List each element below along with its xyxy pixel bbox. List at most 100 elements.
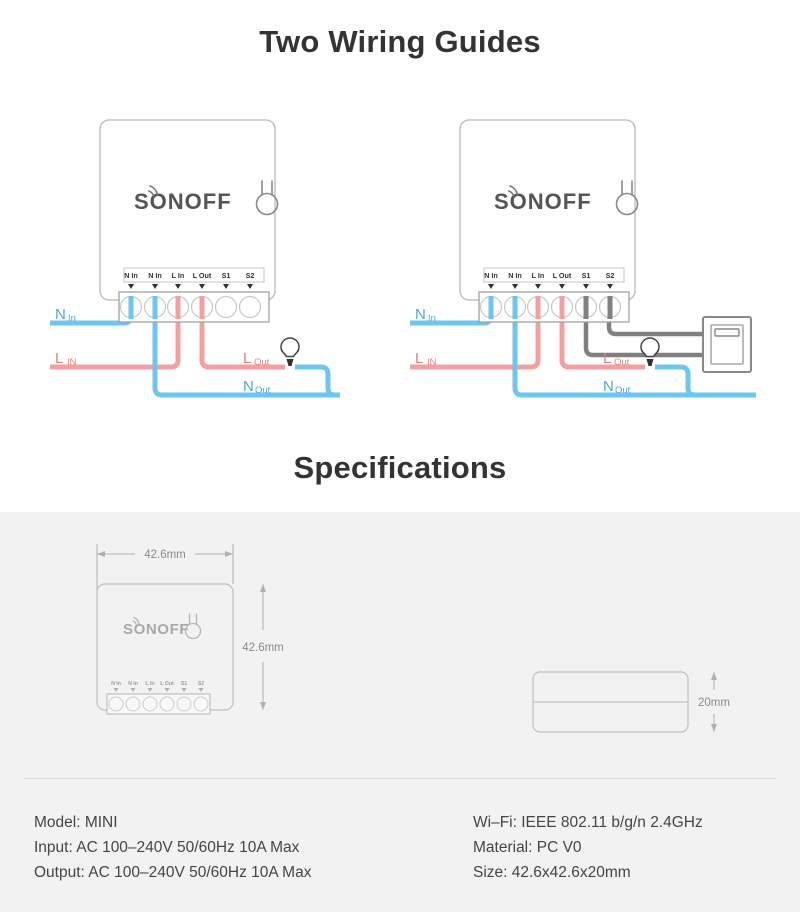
- label-l-in-2-sub: IN: [427, 357, 437, 368]
- depth-arrow-top: [711, 672, 717, 680]
- device-outline-spec: [96, 583, 234, 711]
- svg-text:N In: N In: [148, 271, 162, 280]
- label-n-out-2-main: N: [603, 378, 614, 395]
- wifi-waves-icon: [148, 185, 159, 197]
- svg-text:S1: S1: [582, 271, 591, 280]
- svg-text:S1: S1: [222, 271, 231, 280]
- svg-text:S2: S2: [246, 271, 255, 280]
- device-body-1: SONOFF N In N In L In L: [99, 119, 279, 323]
- wifi-waves-icon-2: [508, 185, 519, 197]
- terminal-labels-1: N In N In L In L Out S1 S2: [124, 271, 254, 280]
- svg-text:N In: N In: [124, 271, 138, 280]
- spec-size: Size: 42.6x42.6x20mm: [473, 864, 631, 881]
- svg-text:L Out: L Out: [193, 271, 212, 280]
- dimension-drawing-front: 42.6mm 42.6mm SONOFF: [96, 544, 284, 715]
- terminal-wire-stubs-1: [128, 296, 205, 319]
- sonoff-logo-text: SONOFF: [134, 189, 232, 214]
- wall-switch-icon: [702, 316, 752, 373]
- terminal-arrows-spec: [113, 688, 204, 692]
- wire-l-in-supply: [50, 280, 181, 370]
- spec-wifi: Wi–Fi: IEEE 802.11 b/g/n 2.4GHz: [473, 814, 703, 831]
- wire-n-out: [152, 280, 340, 398]
- wire-l-out-2: [559, 280, 645, 370]
- svg-text:S2: S2: [198, 681, 204, 687]
- terminal-wire-stubs-2: [488, 296, 613, 319]
- label-l-out-1-main: L: [243, 350, 251, 367]
- svg-text:L In: L In: [145, 681, 154, 687]
- height-arrow-bottom: [260, 702, 266, 710]
- svg-text:S2: S2: [606, 271, 615, 280]
- width-dimension-label: 42.6mm: [144, 549, 186, 561]
- label-l-in-1-main: L: [55, 350, 63, 367]
- pairing-button-icon-spec: [184, 613, 202, 640]
- wire-bulb-return: [295, 364, 340, 398]
- label-l-in-2-main: L: [415, 350, 423, 367]
- height-dimension-label: 42.6mm: [242, 642, 284, 654]
- wire-s1-to-switch: [583, 280, 704, 358]
- wire-l-in-supply-2: [410, 280, 541, 370]
- wifi-waves-icon-spec: [132, 616, 140, 626]
- light-bulb-icon-1: [280, 337, 300, 366]
- dimension-drawing-side: 20mm: [532, 671, 730, 733]
- height-arrow-top: [260, 584, 266, 592]
- wiring-guides-title: Two Wiring Guides: [259, 24, 541, 59]
- terminal-labels-spec: N In N In L In L Out S1 S2: [111, 681, 204, 687]
- wire-s2-to-switch: [606, 280, 704, 337]
- spec-column-left: Model: MINI Input: AC 100–240V 50/60Hz 1…: [34, 810, 311, 885]
- wiring-guides-section: Two Wiring Guides SONOFF: [50, 24, 756, 485]
- terminal-label-box-1: [123, 267, 265, 283]
- label-l-in-1-sub: IN: [67, 357, 77, 368]
- spec-output: Output: AC 100–240V 50/60Hz 10A Max: [34, 864, 312, 881]
- terminal-arrows-1: [128, 284, 253, 289]
- spec-input: Input: AC 100–240V 50/60Hz 10A Max: [34, 839, 300, 856]
- svg-text:L Out: L Out: [160, 681, 174, 687]
- svg-text:L Out: L Out: [553, 271, 572, 280]
- specifications-section: 42.6mm 42.6mm SONOFF: [0, 512, 800, 912]
- wire-n-out-2: [512, 280, 756, 398]
- sonoff-logo-text-2: SONOFF: [494, 189, 592, 214]
- label-l-out-1-sub: Out: [254, 357, 270, 368]
- label-n-out-1-sub: Out: [255, 385, 271, 396]
- depth-dimension-label: 20mm: [698, 697, 730, 709]
- diagram-2-wire-labels: N In L IN L Out N Out: [415, 306, 631, 396]
- svg-text:N In: N In: [111, 681, 121, 687]
- wiring-diagram-with-switch: SONOFF N In N In L In L Out S1: [410, 119, 756, 398]
- label-n-in-1-main: N: [55, 306, 66, 323]
- label-n-in-2-main: N: [415, 306, 426, 323]
- spec-model: Model: MINI: [34, 814, 118, 831]
- spec-column-right: Wi–Fi: IEEE 802.11 b/g/n 2.4GHz Material…: [473, 810, 703, 885]
- wiring-diagram-basic: SONOFF N In N In L In L: [50, 119, 340, 398]
- specifications-title: Specifications: [293, 450, 507, 485]
- label-l-out-2-sub: Out: [614, 357, 630, 368]
- width-arrow-left: [97, 551, 105, 557]
- svg-text:L In: L In: [532, 271, 545, 280]
- label-n-in-2-sub: In: [428, 313, 436, 324]
- svg-text:N In: N In: [508, 271, 522, 280]
- width-arrow-right: [225, 551, 233, 557]
- label-n-out-1-main: N: [243, 378, 254, 395]
- wall-switch-rocker: [714, 328, 740, 337]
- svg-text:S1: S1: [181, 681, 187, 687]
- label-n-in-1-sub: In: [68, 313, 76, 324]
- sonoff-logo-text-spec: SONOFF: [123, 621, 189, 638]
- label-l-out-2-main: L: [603, 350, 611, 367]
- depth-arrow-bottom: [711, 724, 717, 732]
- wire-bulb-return-2: [655, 364, 756, 398]
- terminal-holes-spec: [108, 696, 209, 712]
- wire-l-out: [199, 280, 285, 370]
- label-n-out-2-sub: Out: [615, 385, 631, 396]
- pairing-button-icon: [255, 180, 279, 216]
- terminal-label-box-2: [483, 267, 625, 283]
- terminal-labels-2: N In N In L In L Out S1 S2: [484, 271, 614, 280]
- pairing-button-icon-2: [615, 180, 639, 216]
- svg-text:N In: N In: [484, 271, 498, 280]
- terminal-arrows-2: [488, 284, 613, 289]
- svg-text:L In: L In: [172, 271, 185, 280]
- specs-divider: [24, 778, 776, 779]
- diagram-1-wire-labels: N In L IN L Out N Out: [55, 306, 271, 396]
- device-body-2: SONOFF N In N In L In L Out S1: [459, 119, 639, 323]
- light-bulb-icon-2: [640, 337, 660, 366]
- svg-text:N In: N In: [128, 681, 138, 687]
- terminal-block-spec: [106, 693, 211, 715]
